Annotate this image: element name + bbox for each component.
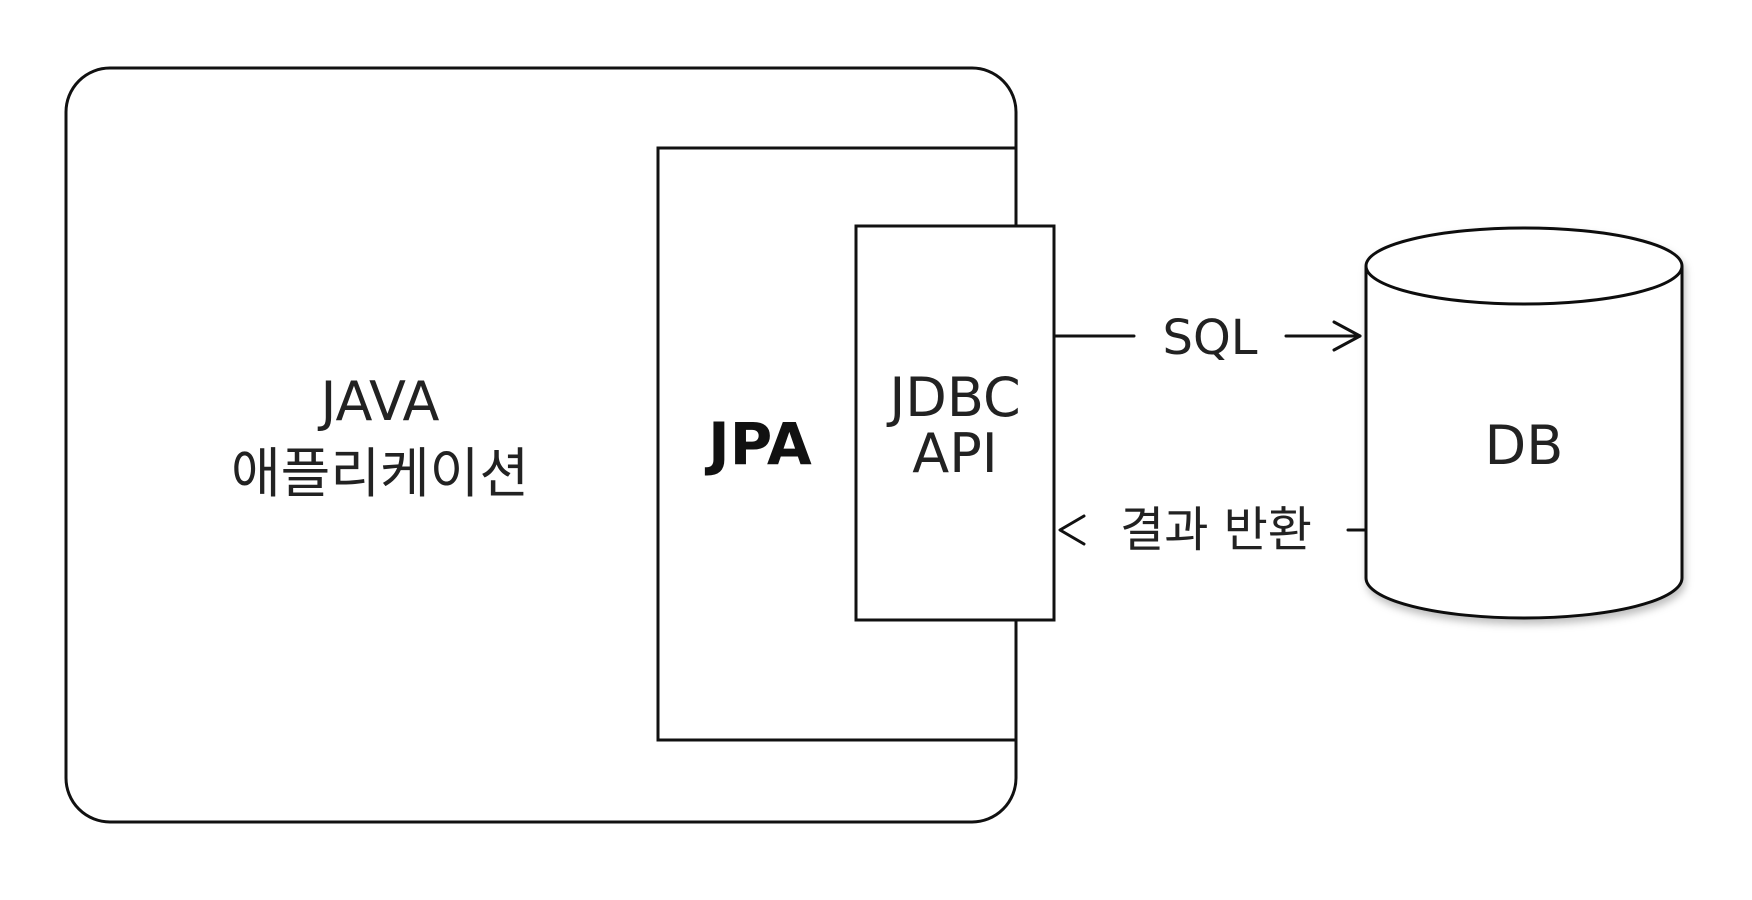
database-cylinder-top bbox=[1364, 226, 1684, 306]
jpa-label: JPA bbox=[704, 410, 812, 478]
jdbc-api-label-line2: API bbox=[912, 422, 997, 485]
result-arrow-label: 결과 반환 bbox=[1120, 502, 1312, 558]
database-cylinder bbox=[1364, 226, 1684, 620]
jdbc-api-box bbox=[854, 224, 1056, 622]
java-application-label-line1: JAVA bbox=[318, 370, 440, 433]
result-arrow-head bbox=[1058, 514, 1086, 546]
jdbc-api-label-line1: JDBC bbox=[886, 366, 1020, 429]
sql-arrow-label: SQL bbox=[1163, 310, 1258, 366]
database-cylinder-body bbox=[1364, 266, 1684, 620]
java-application-label-line2: 애플리케이션 bbox=[231, 442, 529, 505]
database-label: DB bbox=[1485, 414, 1564, 477]
sql-arrow-head bbox=[1332, 320, 1362, 352]
